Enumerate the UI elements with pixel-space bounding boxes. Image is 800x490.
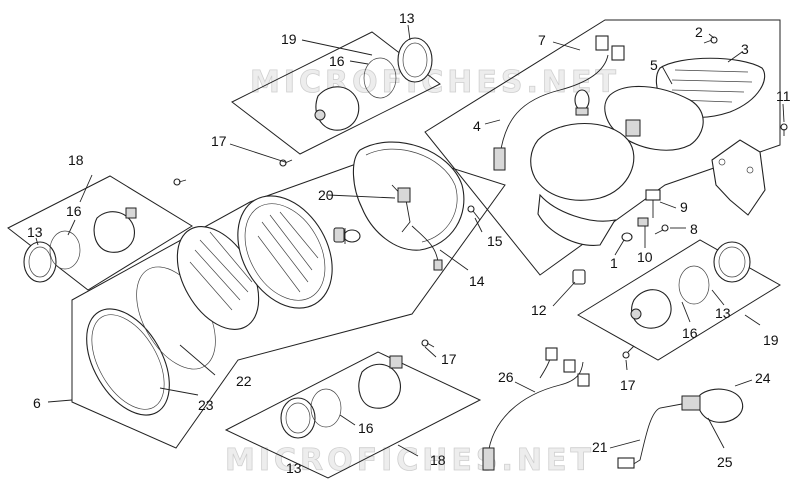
screw-2 [703,36,718,44]
callout-18a: 18 [68,152,84,168]
panel-indicator-front-right [224,351,482,479]
headlight-rim [86,308,170,416]
panel-indicator-rear-left [231,31,441,155]
bolt-9 [645,189,661,218]
callout-22: 22 [236,373,252,389]
callout-6: 6 [33,395,41,411]
screw-15 [467,205,481,221]
indicator-lens-13a [397,37,433,83]
screw-17b [173,178,187,186]
callout-9: 9 [680,199,688,215]
screw-8 [654,224,669,235]
callout-5: 5 [650,57,658,73]
indicator-gasket-16a [363,57,397,99]
indicator-housing-b [93,207,137,253]
callout-19a: 19 [281,31,297,47]
callout-16d: 16 [682,325,698,341]
panel-tail-light-assembly [424,19,781,276]
screw-17c [421,339,435,348]
tail-wiring-harness [493,35,625,171]
callout-17b: 17 [620,377,636,393]
callout-16c: 16 [358,420,374,436]
spacer-12 [572,269,586,285]
headlight-bulb [333,227,361,244]
screw-11 [780,123,788,136]
callout-24: 24 [755,370,771,386]
callout-19b: 19 [763,332,779,348]
indicator-lens-13b [23,241,57,283]
callout-20: 20 [318,187,334,203]
callout-13b: 13 [27,224,43,240]
callout-17c: 17 [441,351,457,367]
washer-1 [621,232,633,242]
headlight-shell [352,141,465,271]
indicator-gasket-16d [678,265,710,305]
plate-light-wire [617,403,683,469]
headlight-wiring-harness [482,347,590,471]
watermark-bottom: MICROFICHES.NET [225,443,595,478]
screw-17d [622,345,635,359]
watermark-top: MICROFICHES.NET [250,65,620,100]
indicator-housing-d [630,289,672,329]
callout-2: 2 [695,24,703,40]
callout-8: 8 [690,221,698,237]
callout-1: 1 [610,255,618,271]
callout-14: 14 [469,273,485,289]
callout-23: 23 [198,397,214,413]
callout-13c: 13 [286,460,302,476]
callout-11: 11 [776,88,791,104]
panel-headlight-assembly [71,149,506,449]
callout-25: 25 [717,454,733,470]
panel-indicator-front-left [7,175,193,291]
callout-13d: 13 [715,305,731,321]
callout-18b: 18 [430,452,446,468]
indicator-housing-c [358,355,403,409]
leader-lines [35,24,785,457]
callout-16a: 16 [329,53,345,69]
indicator-housing-a [314,86,360,131]
tail-light-bulb [574,89,590,116]
callout-10: 10 [637,249,653,265]
rear-fender-cover [530,123,635,246]
callout-3: 3 [741,41,749,57]
indicator-gasket-16c [310,388,342,428]
indicator-gasket-16b [49,230,81,270]
callout-4: 4 [473,118,481,134]
plate-light-assembly [681,388,744,423]
callout-13a: 13 [399,10,415,26]
plate-bracket [711,139,766,216]
callout-21: 21 [592,439,608,455]
callout-12: 12 [531,302,547,318]
callout-26: 26 [498,369,514,385]
indicator-lens-13c [280,397,316,439]
headlight-reflector [237,195,333,309]
indicator-lens-13d [713,241,751,283]
callout-17a: 17 [211,133,227,149]
tail-light-housing [604,85,704,151]
callout-16b: 16 [66,203,82,219]
panel-indicator-rear-right [577,239,781,361]
nut-10 [637,217,649,227]
callout-7: 7 [538,32,546,48]
callout-15: 15 [487,233,503,249]
